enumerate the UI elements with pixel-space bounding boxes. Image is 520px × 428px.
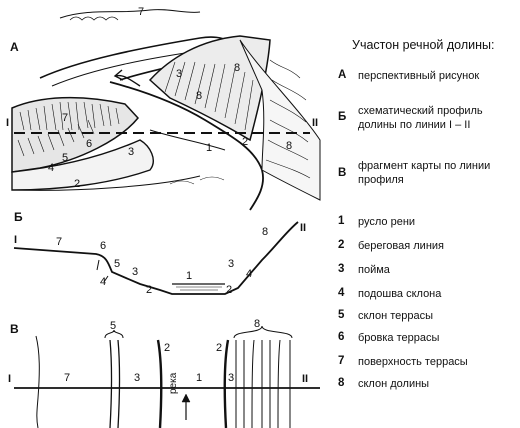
panel-b-label: 4 (100, 276, 107, 288)
panel-c-label: 3 (134, 372, 141, 384)
legend-item-key: 2 (338, 239, 345, 251)
panel-a-label: 3 (176, 68, 183, 80)
panel-b-label: 3 (228, 258, 235, 270)
panel-c-label: 7 (64, 372, 71, 384)
legend-item-text: подошва склона (358, 288, 442, 300)
legend-section-text: фрагмент карты по линии профиля (358, 160, 491, 186)
river-label: река (168, 372, 179, 394)
legend-item-text: береговая линия (358, 240, 445, 252)
panel-a-label: 6 (86, 138, 93, 150)
panel-a-label: 8 (196, 90, 203, 102)
panel-c-line-right: II (302, 373, 309, 385)
panel-b-label: 2 (226, 284, 233, 296)
legend-item-text: русло рени (358, 216, 416, 228)
legend-item-key: 6 (338, 331, 345, 343)
legend-item-text: поверхность террасы (358, 356, 468, 368)
panel-b-line-left: I (14, 234, 18, 246)
panel-c-label: 3 (228, 372, 235, 384)
panel-c-label: 2 (216, 342, 223, 354)
legend-item-text: склон террасы (358, 310, 434, 322)
panel-c-letter: В (10, 322, 19, 336)
panel-a-label: 1 (206, 142, 213, 154)
panel-c-label: 1 (196, 372, 203, 384)
panel-a-label: 8 (234, 62, 241, 74)
panel-b-label: 5 (114, 258, 121, 270)
legend-title: Участон речной долины: (352, 38, 495, 52)
legend-item-text: пойма (358, 264, 390, 276)
panel-a-letter: А (10, 40, 19, 54)
legend-item-text: склон долины (358, 378, 430, 390)
panel-b-label: 7 (56, 236, 63, 248)
panel-a-line-right: II (312, 117, 319, 129)
panel-a-label: 2 (242, 136, 249, 148)
panel-a-label: 4 (48, 162, 55, 174)
panel-b-label: 1 (186, 270, 193, 282)
panel-a-label: 2 (74, 178, 81, 190)
panel-a-label: 8 (286, 140, 293, 152)
panel-c-map (14, 325, 320, 428)
panel-b-label: 6 (100, 240, 107, 252)
legend-item-key: 5 (338, 309, 345, 321)
panel-b-letter: Б (14, 210, 23, 224)
panel-b-label: 2 (146, 284, 153, 296)
legend-section-key: А (338, 69, 347, 81)
legend-section-key: Б (338, 111, 347, 123)
legend-section-key: В (338, 167, 347, 179)
panel-b-line-right: II (300, 222, 307, 234)
panel-a-label: 7 (62, 112, 69, 124)
panel-b-profile (13, 221, 299, 295)
panel-b-label: 8 (262, 226, 269, 238)
legend-section-text: перспективный рисунок (358, 70, 480, 82)
panel-c-label: 2 (164, 342, 171, 354)
panel-a-label: 3 (128, 146, 135, 158)
panel-a-line-left: I (6, 117, 10, 129)
panel-c-label: 8 (254, 318, 261, 330)
panel-b-label: 3 (132, 266, 139, 278)
legend-item-key: 4 (338, 287, 345, 299)
legend-section-text: схематический профиль долины по линии I … (358, 105, 483, 131)
legend-item-key: 3 (338, 263, 345, 275)
panel-c-line-left: I (8, 373, 12, 385)
panel-a-label: 7 (138, 6, 145, 18)
legend-item-text: бровка террасы (358, 332, 440, 344)
legend-item-key: 1 (338, 215, 345, 227)
legend-item-key: 7 (338, 355, 345, 367)
legend-item-key: 8 (338, 377, 345, 389)
panel-b-label: 4 (246, 268, 253, 280)
panel-a-label: 5 (62, 152, 69, 164)
panel-a-perspective (11, 9, 321, 211)
panel-c-label: 5 (110, 320, 117, 332)
